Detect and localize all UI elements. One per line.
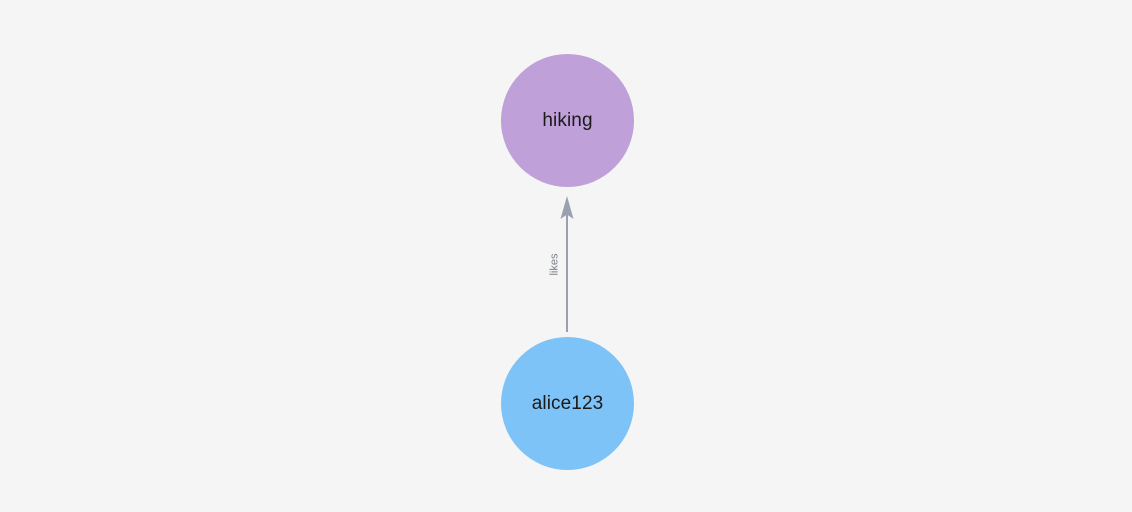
graph-node-hiking[interactable]: hiking: [501, 54, 634, 187]
node-label: alice123: [531, 393, 604, 414]
graph-node-alice123[interactable]: alice123: [501, 337, 634, 470]
edge-label-likes: likes: [548, 253, 561, 276]
node-label: hiking: [542, 110, 593, 131]
edge-arrowhead-icon: [560, 196, 574, 219]
